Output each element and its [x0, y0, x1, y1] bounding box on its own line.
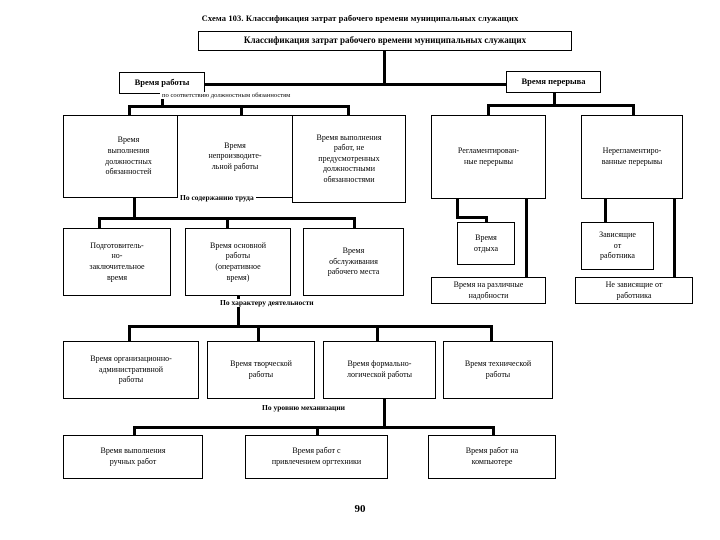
connector-unregulated-stem-independent [673, 199, 676, 277]
node-manual-work-time-label: Время выполнения ручных работ [100, 446, 166, 466]
page-number: 90 [354, 503, 366, 515]
node-computer-work-time: Время работ на компьютере [428, 435, 556, 479]
node-workplace-service-time: Время обслуживания рабочего места [303, 228, 404, 296]
connector-worktime-drop-2 [240, 105, 243, 116]
connector-nature-drop-2 [257, 325, 260, 341]
connector-level1-bus [204, 83, 596, 86]
node-formal-logical-work: Время формально- логической работы [323, 341, 436, 399]
node-duty-execution-time-label: Время выполнения должностных обязанносте… [105, 135, 152, 177]
node-computer-work-time-label: Время работ на компьютере [465, 446, 519, 466]
node-preparatory-final-time: Подготовитель- но- заключительное время [63, 228, 171, 296]
node-employee-dependent-label: Зависящие от работника [599, 230, 636, 261]
node-rest-time-label: Время отдыха [473, 232, 499, 253]
connector-content-drop-2 [226, 217, 229, 229]
node-creative-work: Время творческой работы [207, 341, 315, 399]
branch-label-by-duties: по соответствию должностным обязанностям [160, 92, 293, 100]
connector-nature-drop-1 [128, 325, 131, 341]
connector-breaktime-drop-1 [487, 104, 490, 116]
node-various-needs-time-label: Время на различные надобности [453, 279, 524, 300]
node-workplace-service-time-label: Время обслуживания рабочего места [327, 246, 380, 277]
connector-worktime-bus [128, 105, 348, 108]
connector-content-drop-1 [98, 217, 101, 229]
node-creative-work-label: Время творческой работы [230, 359, 292, 379]
branch-label-by-content: По содержанию труда [178, 193, 256, 203]
node-formal-logical-work-label: Время формально- логической работы [346, 359, 413, 379]
connector-root-stem [383, 51, 386, 84]
node-unscheduled-work-time: Время выполнения работ, не предусмотренн… [292, 115, 406, 203]
node-technical-work-label: Время технической работы [464, 359, 532, 379]
connector-unregulated-stem-dependent [604, 199, 607, 223]
connector-nature-drop-4 [490, 325, 493, 341]
connector-regulated-stem-rest [456, 199, 459, 217]
connector-nature-bus [128, 325, 491, 328]
connector-breaktime-stem [553, 93, 556, 105]
slide-title: Схема 103. Классификация затрат рабочего… [201, 13, 519, 23]
connector-worktime-drop-1 [128, 105, 131, 116]
connector-breaktime-drop-2 [632, 104, 635, 116]
node-regulated-breaks: Регламентирован- ные перерывы [431, 115, 546, 199]
node-rest-time: Время отдыха [457, 222, 515, 265]
branch-label-by-mechanization: По уровню механизации [260, 403, 347, 413]
node-break-time: Время перерыва [506, 71, 601, 93]
node-employee-independent: Не зависящие от работника [575, 277, 693, 304]
node-technical-work: Время технической работы [443, 341, 553, 399]
node-office-equipment-work-time: Время работ с привлечением оргтехники [245, 435, 388, 479]
node-work-time: Время работы [119, 72, 205, 94]
node-root-label: Классификация затрат рабочего времени му… [243, 35, 527, 46]
node-organizational-admin-work-label: Время организационно- административной р… [90, 354, 172, 385]
node-duty-execution-time: Время выполнения должностных обязанносте… [63, 115, 194, 198]
connector-worktime-drop-3 [347, 105, 350, 116]
connector-mechanization-drop-3 [492, 426, 495, 436]
node-unregulated-breaks: Нерегламентиро- ванные перерывы [581, 115, 683, 199]
node-unscheduled-work-time-label: Время выполнения работ, не предусмотренн… [316, 132, 382, 184]
connector-nature-stem [237, 296, 240, 326]
node-employee-independent-label: Не зависящие от работника [605, 279, 663, 300]
connector-mechanization-stem [383, 399, 386, 427]
connector-worktime-stem [161, 94, 164, 106]
connector-content-drop-3 [353, 217, 356, 229]
connector-regulated-drop-rest [485, 216, 488, 223]
connector-mechanization-drop-1 [133, 426, 136, 436]
node-unregulated-breaks-label: Нерегламентиро- ванные перерывы [601, 146, 663, 166]
node-unproductive-work-time-label: Время непроизводите- льной работы [208, 140, 262, 171]
connector-regulated-hook-rest [456, 216, 486, 219]
branch-label-by-nature: По характеру деятельности [218, 298, 316, 308]
connector-breaktime-bus [487, 104, 633, 107]
node-unproductive-work-time: Время непроизводите- льной работы [177, 115, 293, 198]
node-organizational-admin-work: Время организационно- административной р… [63, 341, 199, 399]
node-regulated-breaks-label: Регламентирован- ные перерывы [457, 146, 520, 166]
node-preparatory-final-time-label: Подготовитель- но- заключительное время [89, 240, 145, 282]
node-office-equipment-work-time-label: Время работ с привлечением оргтехники [271, 446, 362, 466]
connector-regulated-stem-needs [525, 199, 528, 278]
node-various-needs-time: Время на различные надобности [431, 277, 546, 304]
connector-mechanization-drop-2 [316, 426, 319, 436]
connector-mechanization-bus [133, 426, 493, 429]
node-break-time-label: Время перерыва [521, 76, 586, 87]
node-work-time-label: Время работы [134, 77, 190, 88]
node-main-operational-work-time: Время основной работы (оперативное время… [185, 228, 291, 296]
node-main-operational-work-time-label: Время основной работы (оперативное время… [210, 240, 266, 282]
connector-nature-drop-3 [376, 325, 379, 341]
node-root: Классификация затрат рабочего времени му… [198, 31, 572, 51]
node-manual-work-time: Время выполнения ручных работ [63, 435, 203, 479]
connector-content-stem [133, 198, 136, 218]
node-employee-dependent: Зависящие от работника [581, 222, 654, 270]
